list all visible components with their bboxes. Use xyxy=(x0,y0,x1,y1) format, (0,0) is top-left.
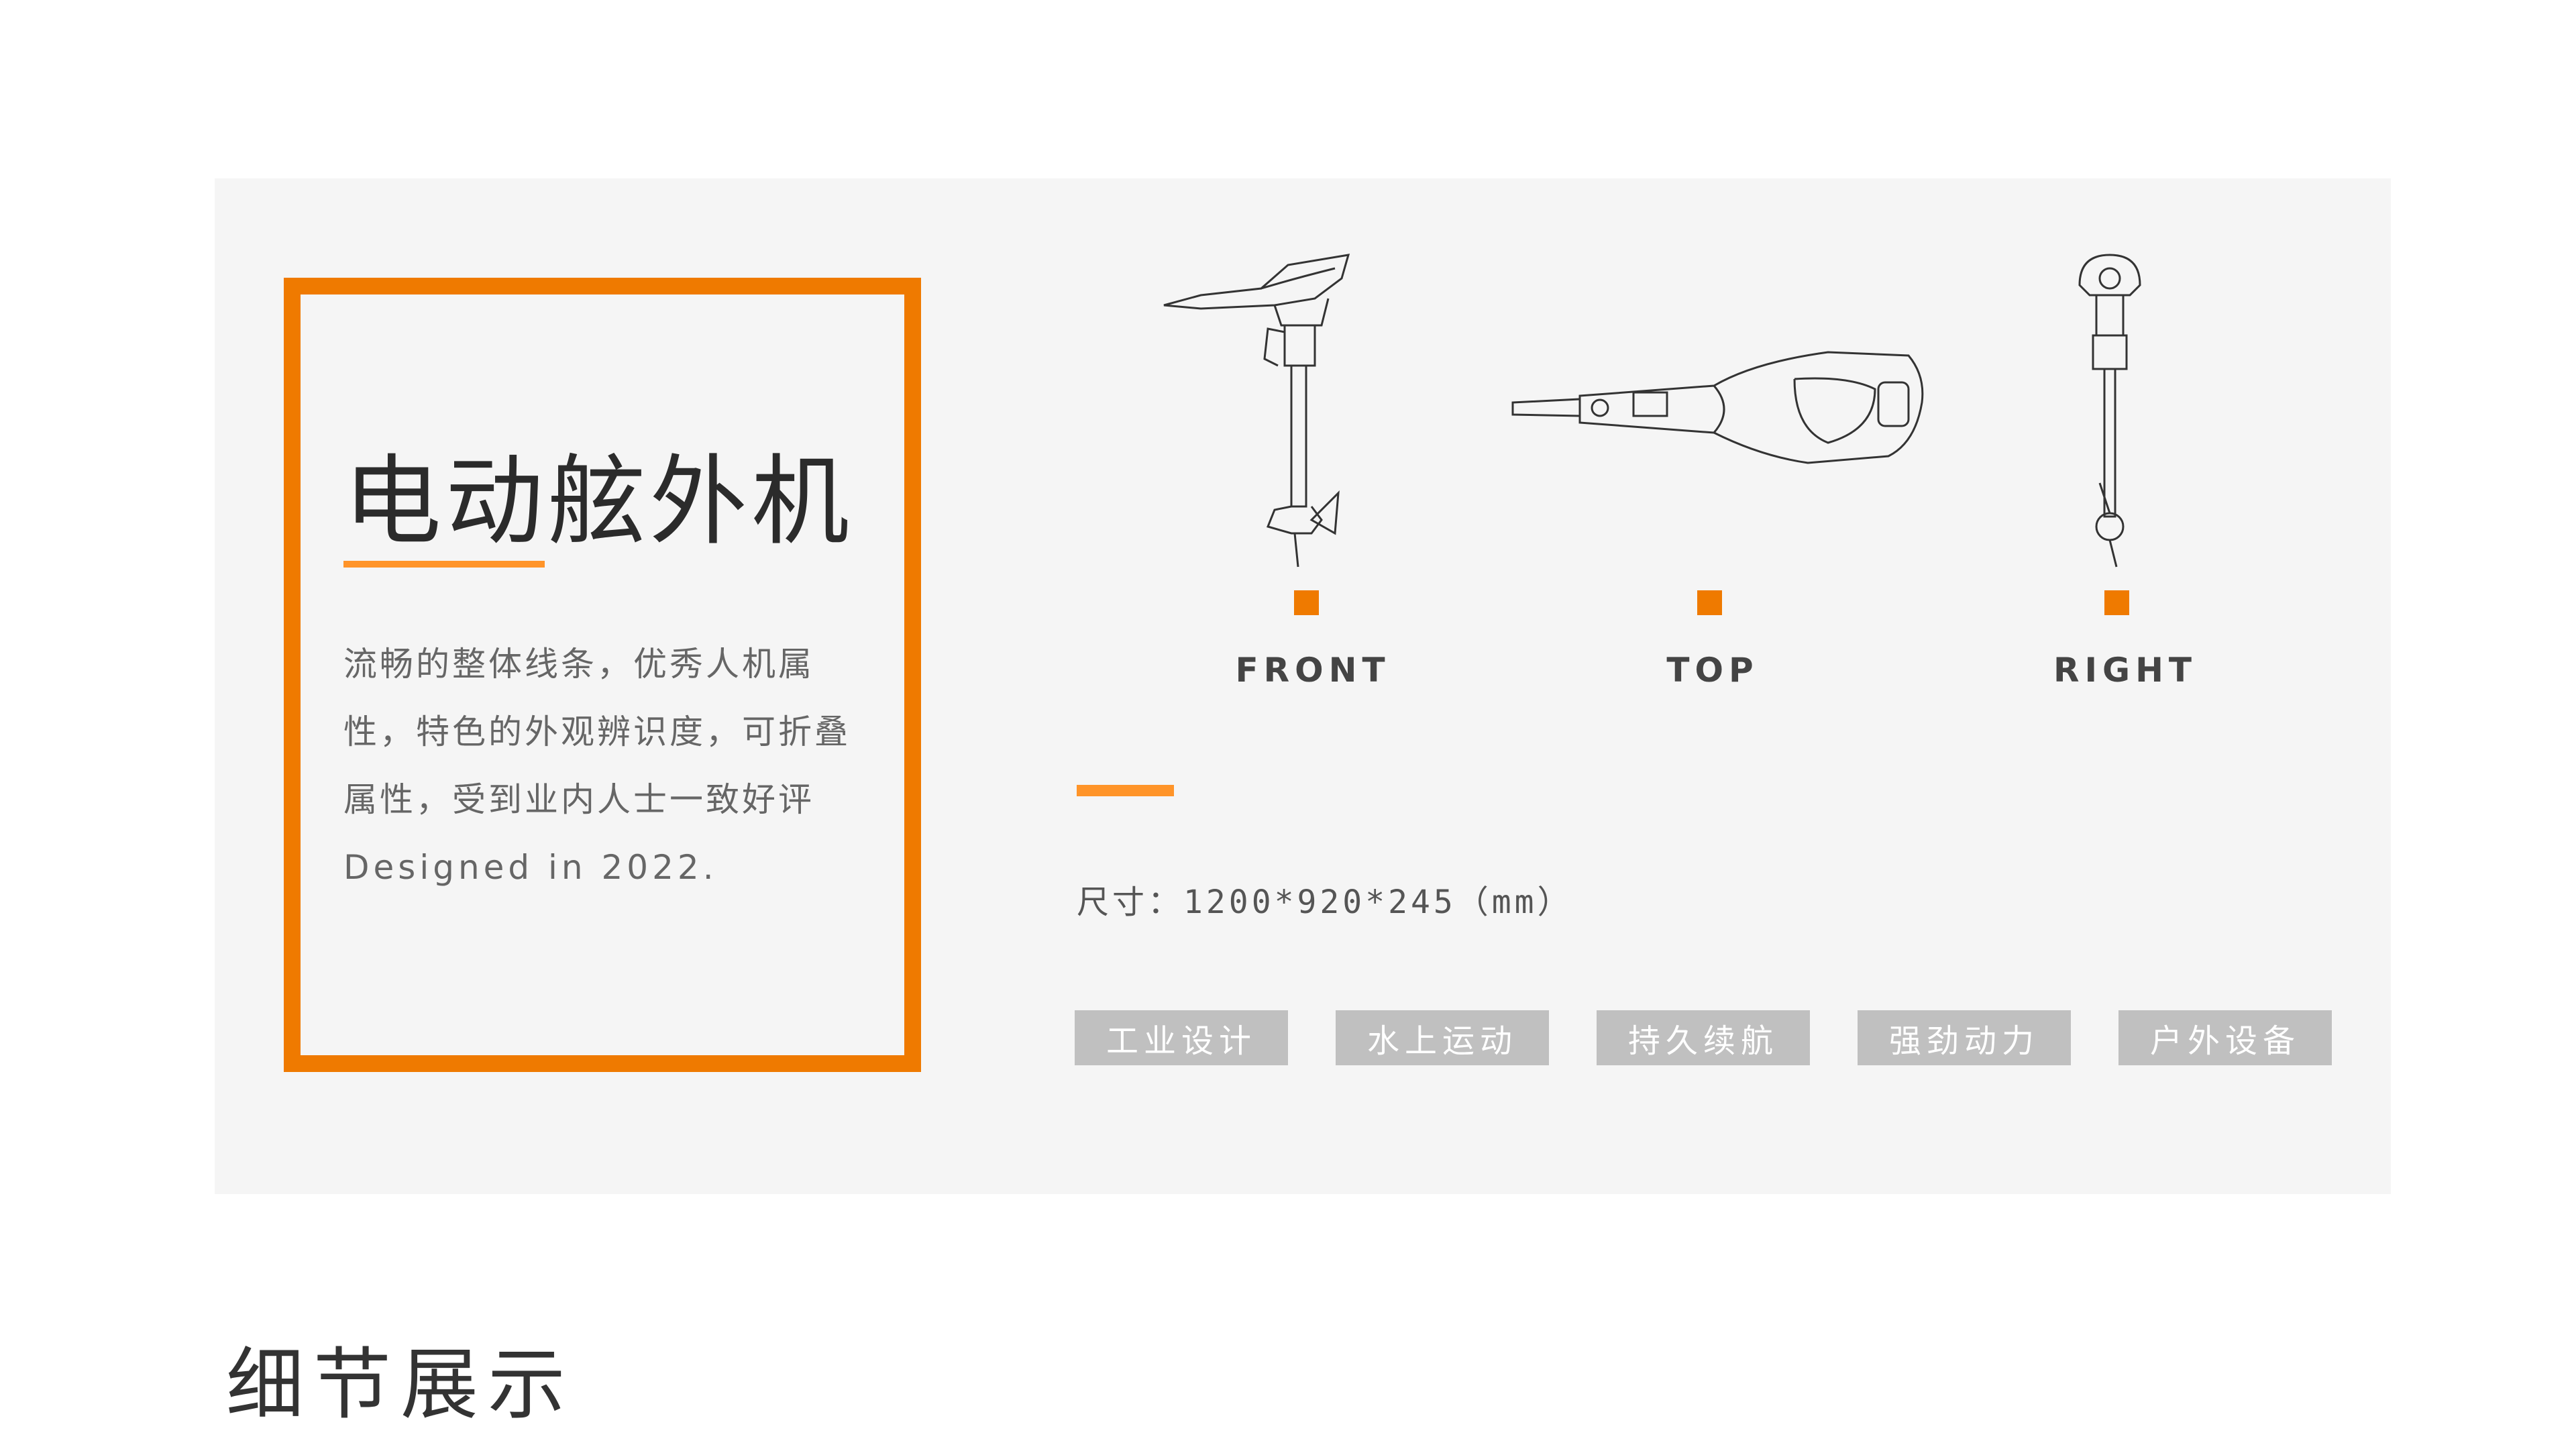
view-label-right: RIGHT xyxy=(2053,651,2198,690)
right-marker xyxy=(2104,590,2129,615)
front-view-drawing xyxy=(1163,254,1350,568)
designed-year: Designed in 2022. xyxy=(343,848,718,887)
tag: 水上运动 xyxy=(1336,1010,1549,1065)
top-marker xyxy=(1697,590,1722,615)
front-marker xyxy=(1294,590,1319,615)
view-label-front: FRONT xyxy=(1235,651,1391,690)
tag: 强劲动力 xyxy=(1858,1010,2071,1065)
tag: 持久续航 xyxy=(1597,1010,1810,1065)
tag-list: 工业设计 水上运动 持久续航 强劲动力 户外设备 xyxy=(1075,1010,2332,1065)
section-title: 细节展示 xyxy=(226,1340,575,1430)
product-description: 流畅的整体线条，优秀人机属性，特色的外观辨识度，可折叠属性，受到业内人士一致好评… xyxy=(343,631,853,902)
dimensions-text: 尺寸：1200*920*245（mm） xyxy=(1077,883,1573,921)
top-view-drawing xyxy=(1511,351,1924,464)
tag: 工业设计 xyxy=(1075,1010,1288,1065)
view-label-top: TOP xyxy=(1666,651,1759,690)
title-underline xyxy=(343,561,545,568)
tag: 户外设备 xyxy=(2118,1010,2332,1065)
accent-bar xyxy=(1077,785,1174,796)
product-title: 电动舷外机 xyxy=(343,445,853,559)
right-view-drawing xyxy=(2078,254,2141,568)
title-frame xyxy=(284,278,921,1072)
description-text: 流畅的整体线条，优秀人机属性，特色的外观辨识度，可折叠属性，受到业内人士一致好评 xyxy=(343,645,851,819)
